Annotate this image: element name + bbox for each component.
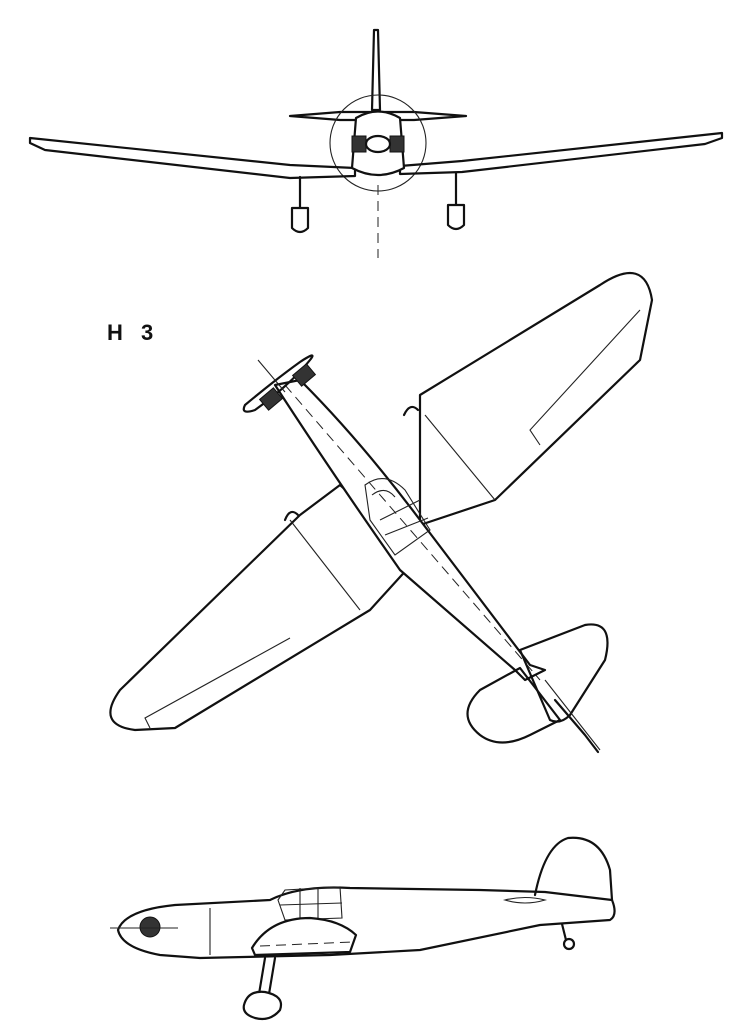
front-engine-right: [389, 135, 405, 153]
top-right-wheel-bump: [402, 405, 420, 417]
side-tail-fairing: [502, 896, 548, 904]
top-fuselage: [273, 378, 547, 682]
front-left-wing: [28, 136, 357, 180]
canopy-frame-2: [384, 517, 429, 536]
front-tailplane: [288, 110, 468, 122]
top-propeller: [242, 354, 314, 413]
top-view-group: [109, 271, 654, 754]
top-centerline: [284, 384, 541, 681]
side-wing-root: [250, 916, 358, 957]
side-view-group: [110, 836, 616, 1021]
front-right-wing: [398, 131, 724, 176]
canopy-frame-1: [379, 499, 421, 521]
front-left-wheel: [290, 206, 310, 234]
top-right-wing: [418, 271, 654, 527]
side-canopy-frame-3: [279, 902, 343, 906]
top-prop-axis: [257, 359, 286, 393]
side-tail-leg: [560, 922, 568, 942]
right-flap-line: [424, 414, 496, 501]
front-engine-left: [351, 135, 367, 153]
top-right-tailplane: [518, 623, 609, 723]
side-fuselage: [116, 886, 616, 960]
top-left-wheel-bump: [283, 510, 300, 522]
top-left-wing: [109, 483, 422, 732]
side-engine: [139, 916, 161, 938]
top-cockpit: [364, 478, 431, 556]
top-engine-left: [258, 387, 284, 411]
top-left-tailplane: [466, 666, 562, 744]
top-tail-tip: [553, 698, 600, 754]
front-fin: [370, 28, 382, 112]
aircraft-designation: H 3: [107, 320, 160, 345]
spinner: [364, 134, 392, 154]
side-fin: [533, 836, 614, 902]
side-tail-wheel: [562, 937, 576, 951]
front-right-wheel: [446, 203, 466, 231]
side-main-wheel: [242, 990, 283, 1021]
left-flap-line: [289, 519, 361, 611]
top-rudder-line: [544, 679, 601, 751]
top-engine-right: [291, 363, 317, 387]
top-canopy-arc: [371, 489, 396, 498]
top-right-aileron: [529, 309, 641, 446]
top-left-aileron: [144, 637, 291, 729]
front-view-group: [28, 28, 724, 258]
